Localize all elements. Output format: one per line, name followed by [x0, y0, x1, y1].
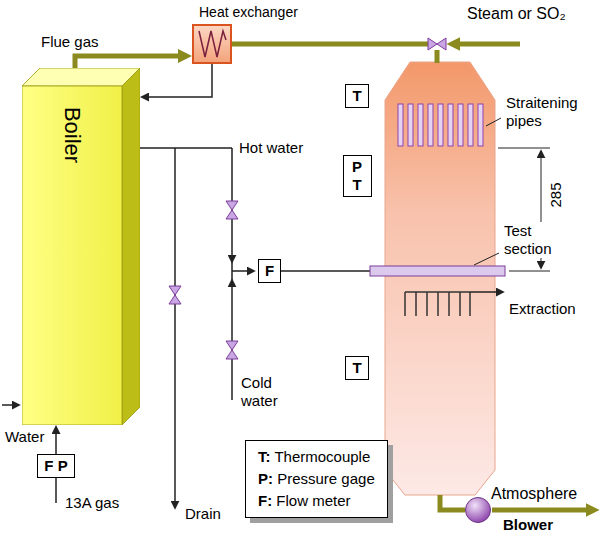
flow-label: Hot water — [238, 139, 304, 157]
steam-inlet-pipe — [452, 42, 520, 47]
flow-label: Cold water — [240, 374, 294, 410]
boiler-side-face — [122, 68, 140, 425]
test-section-plate — [370, 266, 505, 276]
exhaust-pipe — [440, 495, 465, 510]
legend-text: T: Thermocouple — [258, 446, 370, 468]
boiler-label: Boiler — [59, 107, 85, 163]
valve-symbol — [428, 38, 446, 50]
flue-gas-pipe — [435, 50, 440, 63]
heat-exchanger-coil — [194, 26, 230, 62]
sensor-box: T — [345, 356, 368, 380]
flue-gas-pipe — [75, 56, 186, 68]
sensor-box: T — [345, 84, 368, 108]
valve-symbol — [169, 286, 181, 304]
inlet-label: Water — [4, 428, 45, 446]
test-column — [385, 62, 495, 495]
sensor-letter: T — [352, 359, 361, 377]
flow-label: Extraction — [508, 300, 577, 318]
outlet-label: Atmosphere — [490, 484, 578, 503]
straightening-pipe — [478, 104, 483, 146]
valve-symbol — [226, 341, 238, 359]
outlet-label: Drain — [184, 505, 222, 523]
heat-exchanger-label: Heat exchanger — [199, 4, 298, 20]
water-pipe — [55, 427, 57, 454]
sensor-letter: F P — [44, 457, 67, 475]
hot-water-pipe — [140, 148, 232, 262]
straightening-pipe — [438, 104, 443, 146]
extraction-probes — [405, 292, 470, 316]
sensor-letter: T — [352, 87, 361, 105]
dimension-value: 285 — [547, 181, 565, 208]
straightening-pipe — [458, 104, 463, 146]
sensor-letter: F — [265, 262, 274, 280]
straightening-pipe — [418, 104, 423, 146]
blower-label: Blower — [503, 517, 553, 534]
sensor-box: F P — [37, 454, 74, 478]
valve-symbol — [226, 201, 238, 219]
inlet-label: 13A gas — [64, 494, 120, 512]
boiler-shape: Boiler — [22, 68, 140, 425]
heat-exchanger-box: Heat exchanger — [192, 24, 232, 64]
legend-entry: P: Pressure gage — [258, 468, 375, 490]
legend-text: P: Pressure gage — [258, 468, 375, 490]
straightening-pipe — [468, 104, 473, 146]
legend-entry: T: Thermocouple — [258, 446, 375, 468]
part-label: Straitening pipes — [505, 94, 602, 130]
leader-line — [474, 253, 499, 265]
cold-water-pipe — [231, 280, 233, 400]
water-pipe — [142, 64, 212, 97]
inlet-label: Steam or SO₂ — [466, 4, 567, 23]
legend-box: T: ThermocoupleP: Pressure gageF: Flow m… — [245, 440, 388, 518]
legend-entry: F: Flow meter — [258, 490, 375, 512]
straightening-pipe — [408, 104, 413, 146]
sensor-letter: P T — [350, 158, 365, 194]
flow-label: Flue gas — [40, 33, 100, 51]
part-label: Test section — [503, 222, 577, 258]
water-inlet-pipe — [2, 404, 19, 406]
drain-pipe — [174, 148, 176, 508]
straightening-pipe — [448, 104, 453, 146]
sensor-box: P T — [343, 155, 372, 197]
water-junction-pipe — [232, 262, 254, 280]
straightening-pipe — [398, 104, 403, 146]
straightening-pipe — [428, 104, 433, 146]
leader-line — [486, 118, 501, 126]
coil-line — [199, 31, 226, 57]
legend-text: F: Flow meter — [258, 490, 351, 512]
sensor-box: F — [258, 259, 281, 283]
blower-drawing — [465, 497, 493, 525]
exhaust-pipe — [492, 508, 594, 513]
boiler-front-face — [22, 86, 122, 425]
boiler-top-face — [22, 68, 140, 86]
blower-circle — [466, 498, 491, 523]
flue-gas-pipe — [232, 42, 428, 47]
extraction-arrow — [470, 291, 503, 293]
